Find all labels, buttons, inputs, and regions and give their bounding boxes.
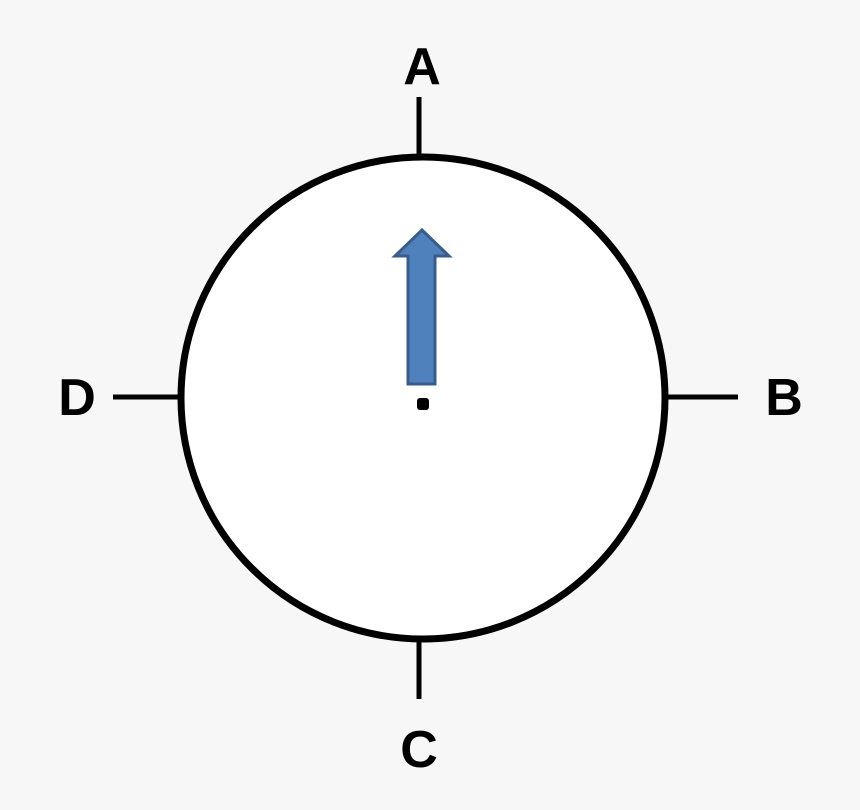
label-left: D	[58, 369, 96, 427]
center-dot	[417, 398, 429, 410]
arrow-up-icon	[391, 227, 453, 386]
label-top: A	[403, 38, 441, 96]
label-right: B	[765, 369, 803, 427]
label-bottom: C	[400, 721, 438, 779]
